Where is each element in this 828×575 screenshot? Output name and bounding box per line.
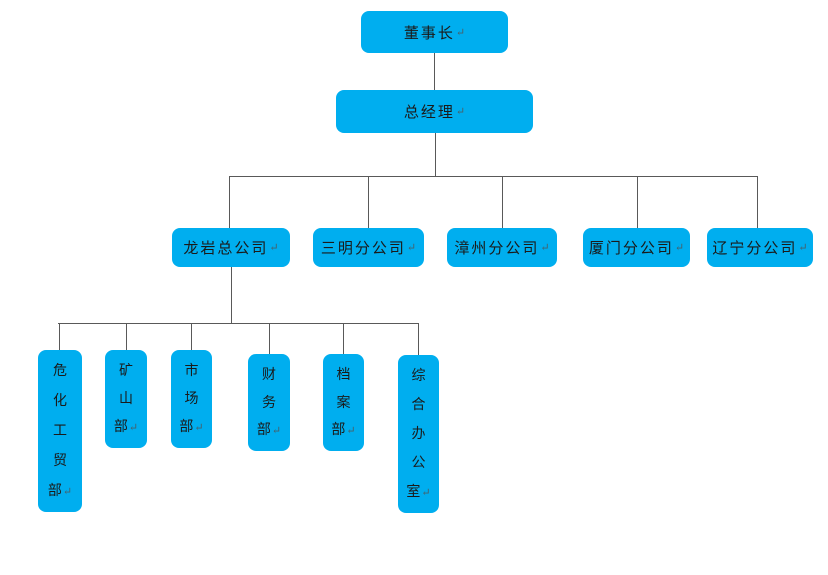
org-node-label: 辽宁分公司 [712,239,798,257]
org-node-xiamen-branch[interactable]: 厦门分公司↵ [583,228,690,267]
org-node-label: 务 [262,394,276,411]
org-node-label: 部 [113,419,128,435]
org-node-label: 档 [336,367,351,383]
org-node-general-manager[interactable]: 总经理↵ [336,90,533,133]
connector-line [269,323,270,354]
org-node-archives-dept[interactable]: 档 案 部↵ [323,354,364,451]
org-node-label: 室↵ [406,485,430,499]
paragraph-mark-icon: ↵ [674,241,685,254]
paragraph-mark-icon: ↵ [455,105,466,118]
connector-line [126,323,127,350]
connector-line [502,176,503,228]
org-node-label: 公 [411,455,426,471]
connector-line [231,267,232,323]
org-node-label: 室 [406,484,421,500]
org-node-hazchem-trade-dept[interactable]: 危 化 工 贸 部↵ [38,350,82,512]
org-node-label: 三明分公司 [320,239,406,257]
paragraph-mark-icon: ↵ [62,484,73,498]
connector-line [229,176,230,228]
org-node-label: 龙岩总公司 [183,239,269,257]
connector-line [435,133,436,176]
org-node-label: 部↵ [257,423,281,437]
org-node-label: 部↵ [48,484,72,498]
paragraph-mark-icon: ↵ [271,423,282,437]
org-node-sanming-branch[interactable]: 三明分公司↵ [313,228,424,267]
org-node-label: 漳州分公司 [454,239,540,257]
org-node-mining-dept[interactable]: 矿 山 部↵ [105,350,147,448]
org-node-label: 部 [331,422,346,438]
org-node-chairman[interactable]: 董事长↵ [361,11,508,53]
org-node-label: 部↵ [114,420,138,434]
org-node-label: 部 [256,422,271,438]
org-node-label: 部 [179,419,194,435]
org-node-label: 化 [53,393,67,409]
connector-line [343,323,344,354]
org-node-label: 办 [411,426,426,442]
org-node-label: 矿 [119,363,133,379]
org-node-general-office[interactable]: 综 合 办 公 室↵ [398,355,439,513]
paragraph-mark-icon: ↵ [455,25,466,39]
org-node-label: 综 [411,368,426,384]
paragraph-mark-icon: ↵ [540,241,550,254]
paragraph-mark-icon: ↵ [406,241,417,254]
org-node-label: 山 [119,391,133,407]
paragraph-mark-icon: ↵ [346,423,356,437]
org-node-finance-dept[interactable]: 财 务 部↵ [248,354,290,451]
org-node-label: 场 [184,391,199,407]
org-node-market-dept[interactable]: 市 场 部↵ [171,350,212,448]
paragraph-mark-icon: ↵ [421,485,431,499]
connector-line [637,176,638,228]
org-node-label: 合 [411,397,426,413]
org-node-label: 部↵ [179,420,203,434]
org-node-label: 部 [47,483,62,499]
org-node-liaoning-branch[interactable]: 辽宁分公司↵ [707,228,813,267]
paragraph-mark-icon: ↵ [269,241,279,254]
connector-line [418,323,419,355]
org-node-label: 工 [53,423,67,439]
connector-line [59,323,60,350]
org-node-label: 董事长 [403,23,455,42]
org-node-label: 财 [262,367,276,383]
org-node-label: 总经理 [403,103,455,121]
connector-line [368,176,369,228]
org-node-label: 厦门分公司 [588,239,674,257]
connector-line [229,176,758,177]
org-node-zhangzhou-branch[interactable]: 漳州分公司↵ [447,228,557,267]
org-node-longyan-hq[interactable]: 龙岩总公司↵ [172,228,290,267]
org-node-label: 部↵ [331,423,355,437]
org-node-label: 案 [336,394,351,411]
connector-line [434,53,435,90]
paragraph-mark-icon: ↵ [194,420,204,434]
org-node-label: 市 [184,363,199,379]
connector-line [191,323,192,350]
org-node-label: 危 [53,363,67,379]
paragraph-mark-icon: ↵ [798,241,808,254]
connector-line [757,176,758,228]
connector-line [58,323,419,324]
org-node-label: 贸 [53,453,67,469]
paragraph-mark-icon: ↵ [128,420,139,434]
